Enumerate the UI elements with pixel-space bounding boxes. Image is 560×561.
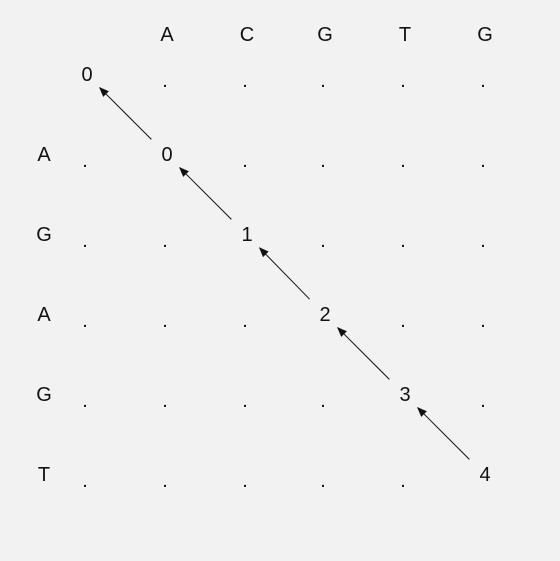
left-sequence: A G A G T	[36, 144, 52, 486]
matrix-score-cell: 3	[399, 384, 410, 406]
matrix-empty-cell: .	[480, 310, 486, 332]
left-sequence-letter: A	[37, 304, 51, 326]
matrix-empty-cell: .	[242, 390, 248, 412]
matrix-empty-cell: .	[480, 70, 486, 92]
matrix-empty-cell: .	[242, 470, 248, 492]
top-sequence-letter: T	[399, 24, 411, 46]
matrix-empty-cell: .	[400, 70, 406, 92]
top-sequence-letter: C	[240, 24, 254, 46]
matrix-empty-cell: .	[320, 230, 326, 252]
matrix-empty-cell: .	[82, 390, 88, 412]
traceback-arrow	[336, 326, 390, 380]
matrix-empty-cell: .	[480, 230, 486, 252]
matrix-empty-cell: .	[242, 70, 248, 92]
traceback-arrows	[98, 86, 470, 460]
matrix-empty-cell: .	[320, 470, 326, 492]
matrix-empty-cell: .	[480, 390, 486, 412]
matrix-empty-cell: .	[480, 150, 486, 172]
left-sequence-letter: G	[36, 384, 52, 406]
traceback-arrow	[178, 166, 232, 220]
matrix-empty-cell: .	[320, 390, 326, 412]
matrix-empty-cell: .	[162, 70, 168, 92]
matrix-score-cell: 0	[81, 64, 92, 86]
matrix-empty-cell: .	[162, 310, 168, 332]
top-sequence-letter: A	[160, 24, 174, 46]
matrix-empty-cell: .	[82, 150, 88, 172]
traceback-arrow	[258, 247, 310, 300]
matrix-empty-cell: .	[162, 230, 168, 252]
matrix-score-cell: 0	[161, 144, 172, 166]
matrix-score-cell: 1	[241, 224, 252, 246]
matrix-empty-cell: .	[320, 70, 326, 92]
matrix-empty-cell: .	[400, 150, 406, 172]
matrix-empty-cell: .	[400, 230, 406, 252]
matrix-score-cell: 4	[479, 464, 490, 486]
matrix-empty-cell: .	[82, 310, 88, 332]
matrix-empty-cell: .	[242, 310, 248, 332]
left-sequence-letter: T	[38, 464, 50, 486]
top-sequence-letter: G	[317, 24, 333, 46]
matrix-empty-cell: .	[400, 310, 406, 332]
matrix-empty-cell: .	[320, 150, 326, 172]
matrix-score-cell: 2	[319, 304, 330, 326]
traceback-arrow	[416, 406, 470, 460]
top-sequence-letter: G	[477, 24, 493, 46]
left-sequence-letter: A	[37, 144, 51, 166]
score-matrix: 0...... 0...... 1...... 2...... 3...... 4	[81, 64, 490, 492]
matrix-empty-cell: .	[82, 230, 88, 252]
matrix-empty-cell: .	[162, 470, 168, 492]
matrix-empty-cell: .	[400, 470, 406, 492]
left-sequence-letter: G	[36, 224, 52, 246]
matrix-empty-cell: .	[242, 150, 248, 172]
traceback-arrow	[98, 86, 152, 140]
matrix-empty-cell: .	[82, 470, 88, 492]
matrix-empty-cell: .	[162, 390, 168, 412]
